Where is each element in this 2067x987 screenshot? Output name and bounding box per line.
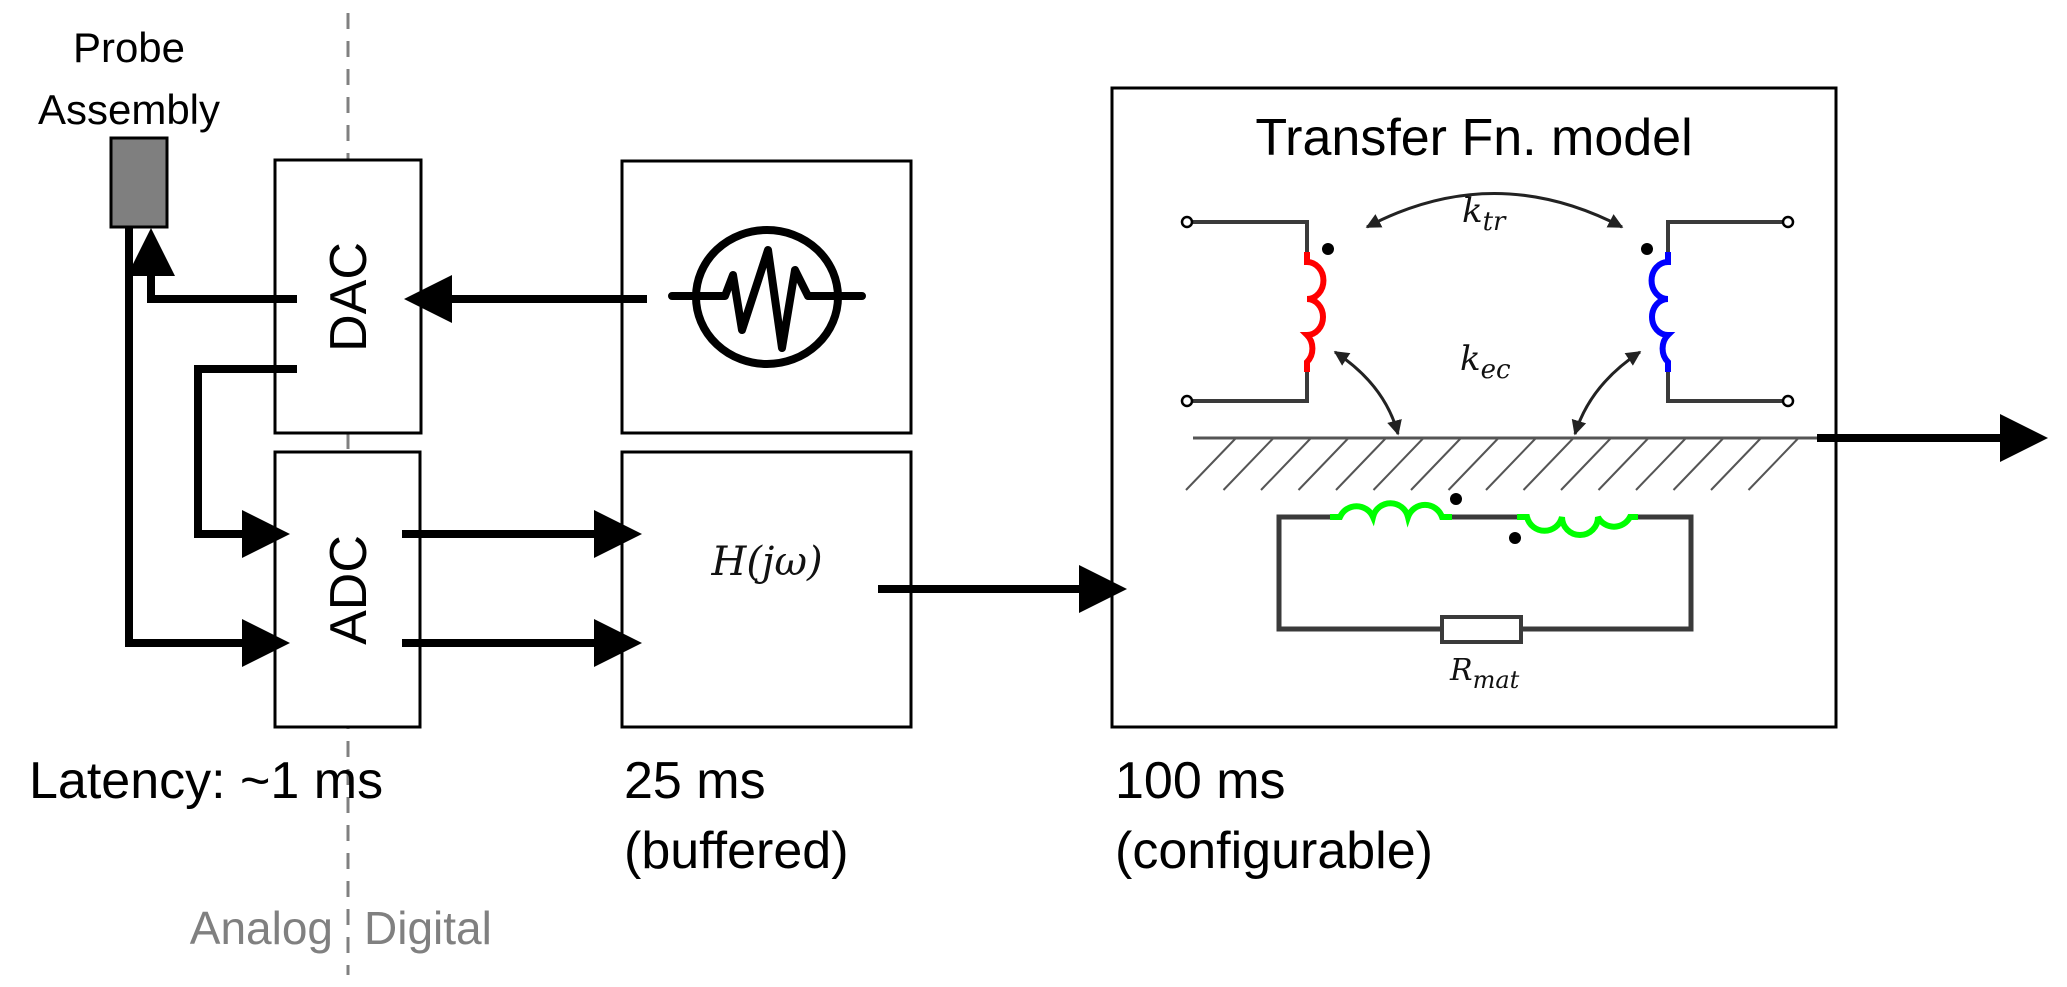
hatch-line — [1372, 437, 1425, 491]
arrow-dac-to-adc — [194, 365, 297, 558]
primary-coil — [1299, 252, 1327, 372]
arrow-dac-to-probe — [127, 228, 297, 303]
adc-block — [273, 450, 422, 729]
hatch-line — [1410, 437, 1462, 491]
secondary-polarity-dot — [1641, 243, 1653, 255]
material-resistor — [1440, 615, 1523, 644]
hatch-line — [1747, 437, 1800, 491]
hatch-line — [1222, 437, 1275, 491]
latency-stage3-note: (configurable) — [1115, 822, 1433, 880]
hatch-line — [1710, 437, 1762, 491]
transfer-model-title: Transfer Fn. model — [1255, 109, 1692, 167]
hatch-line — [1560, 437, 1612, 491]
material-surface — [1185, 436, 1817, 491]
analog-domain-label: Analog — [190, 902, 333, 954]
hatch-line — [1260, 437, 1312, 491]
probe-assembly — [109, 136, 169, 229]
hatch-line — [1522, 437, 1575, 491]
probe-label-line2: Assembly — [38, 86, 220, 133]
latency-stage3-value: 100 ms — [1115, 752, 1286, 810]
secondary-circuit — [1641, 215, 1795, 408]
eddy-polarity-dot-2 — [1509, 532, 1521, 544]
k-ec-right-coupling-arrow — [1571, 350, 1642, 436]
eddy-current-circuit — [1276, 493, 1694, 644]
probe-label-line1: Probe — [73, 24, 185, 71]
latency-stage2-value: 25 ms — [624, 752, 766, 810]
primary-polarity-dot — [1322, 243, 1334, 255]
r-mat-label: Rmat — [1449, 653, 1520, 694]
hatch-line — [1297, 437, 1350, 491]
filter-transfer-function: H(jω) — [710, 539, 822, 585]
primary-terminal-bottom — [1180, 394, 1194, 408]
waveform-icon — [668, 226, 866, 368]
eddy-polarity-dot-1 — [1450, 493, 1462, 505]
secondary-terminal-bottom — [1781, 394, 1795, 408]
hatch-line — [1485, 437, 1537, 491]
latency-stage1: Latency: ~1 ms — [29, 752, 383, 810]
hatch-line — [1672, 437, 1725, 491]
dac-label: DAC — [320, 242, 378, 352]
hatch-line — [1335, 437, 1387, 491]
adc-label: ADC — [320, 535, 378, 645]
k-ec-left-coupling-arrow — [1333, 350, 1402, 436]
signal-generator-block — [620, 159, 913, 435]
filter-block — [620, 450, 913, 729]
hatch-line — [1635, 437, 1687, 491]
k-ec-label: kec — [1460, 339, 1511, 385]
hatch-line — [1447, 437, 1500, 491]
arrow-probe-to-adc — [125, 227, 290, 667]
secondary-terminal-top — [1781, 215, 1795, 229]
latency-stage2-note: (buffered) — [624, 822, 849, 880]
digital-domain-label: Digital — [364, 902, 492, 954]
eddy-coil-1 — [1330, 500, 1452, 528]
dac-block — [273, 158, 423, 435]
primary-circuit — [1180, 215, 1334, 408]
primary-terminal-top — [1180, 215, 1194, 229]
hatch-line — [1597, 437, 1650, 491]
eddy-coil-2 — [1517, 514, 1638, 538]
k-tr-label: ktr — [1462, 191, 1507, 237]
hatch-line — [1185, 437, 1237, 491]
k-tr-coupling-arrow — [1365, 192, 1624, 229]
secondary-coil — [1648, 252, 1676, 372]
